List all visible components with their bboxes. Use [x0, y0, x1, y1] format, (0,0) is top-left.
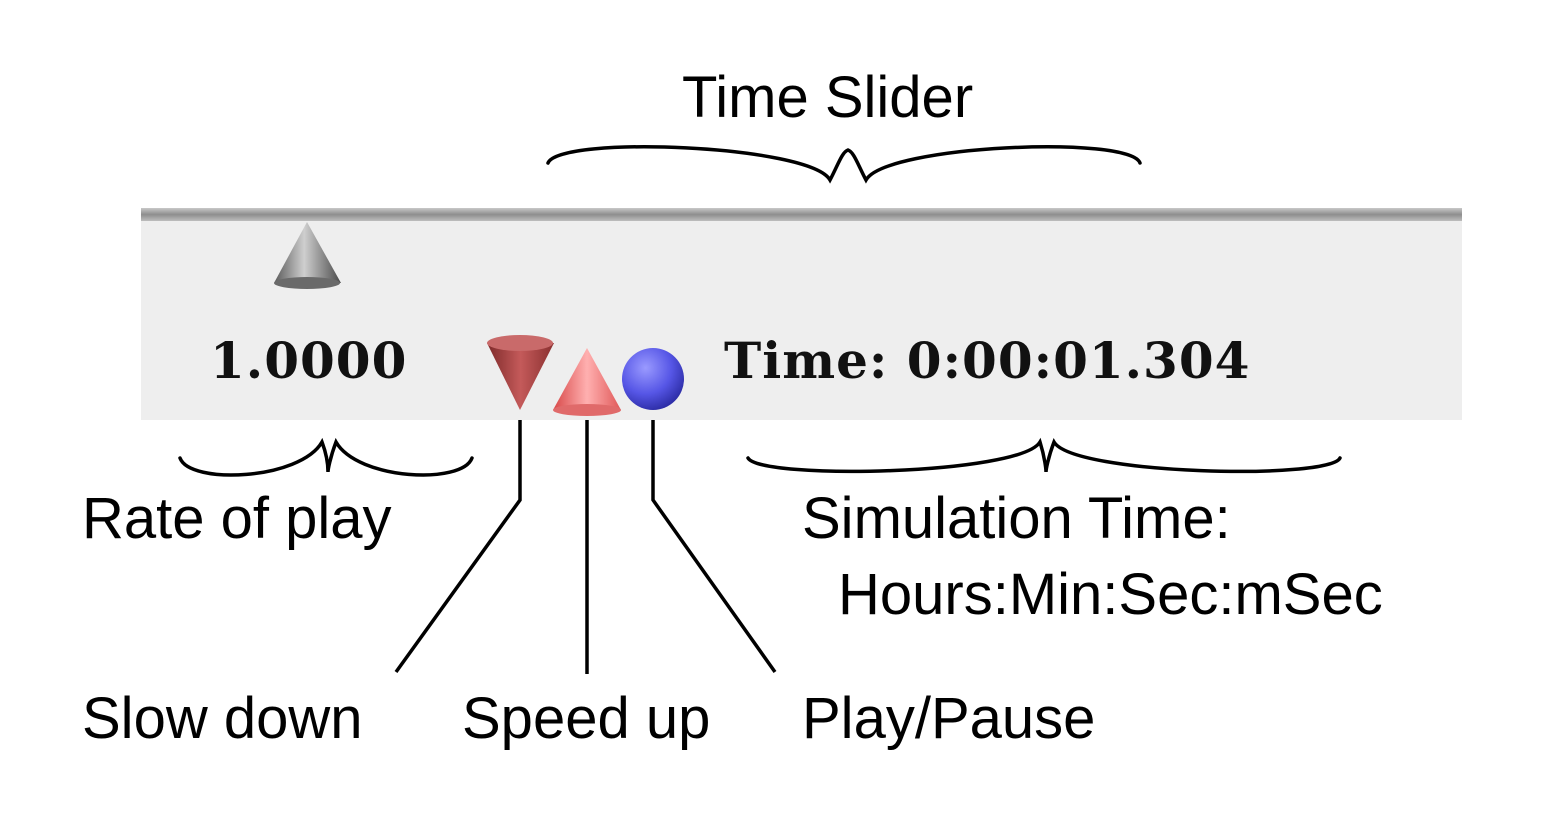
rate-value: 1.0000 — [210, 331, 408, 390]
slow-down-cone-icon[interactable] — [487, 335, 554, 410]
simulation-time-brace — [746, 437, 1342, 474]
play-pause-sphere-icon[interactable] — [622, 348, 684, 410]
slow-down-label: Slow down — [82, 686, 363, 751]
time-slider-label: Time Slider — [682, 65, 974, 130]
simulation-time-label: Simulation Time: — [802, 486, 1231, 551]
rate-of-play-label: Rate of play — [82, 486, 392, 551]
play-pause-label: Play/Pause — [802, 686, 1096, 751]
speed-up-cone-icon[interactable] — [553, 348, 621, 416]
control-panel — [141, 209, 1462, 420]
time-slider-track[interactable] — [141, 208, 1462, 221]
slider-thumb-icon[interactable] — [274, 222, 341, 289]
speed-up-label: Speed up — [462, 686, 711, 751]
slow-down-leader — [394, 420, 522, 674]
simulation-time-readout: Time: 0:00:01.304 — [724, 331, 1251, 390]
rate-of-play-brace — [178, 437, 474, 477]
time-slider-brace — [546, 145, 1142, 184]
play-pause-leader — [651, 420, 777, 674]
simulation-time-format-label: Hours:Min:Sec:mSec — [838, 562, 1383, 627]
